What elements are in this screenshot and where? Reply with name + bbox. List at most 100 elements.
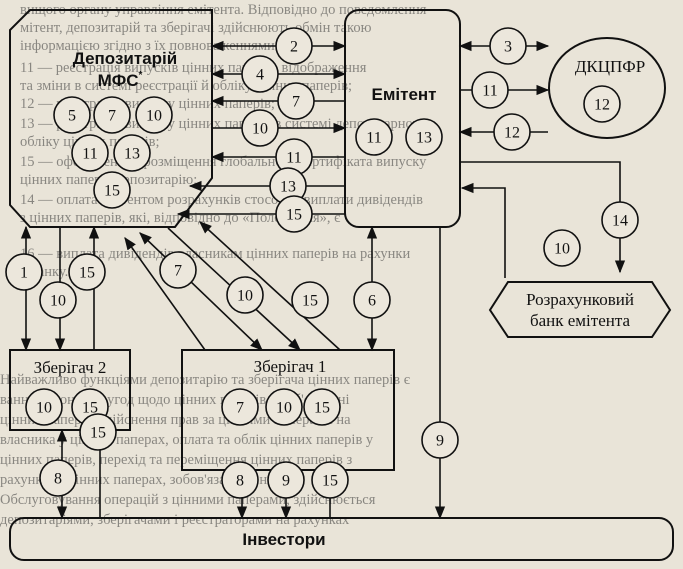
circle-shape — [601, 201, 639, 239]
circle-number: 5 — [68, 108, 76, 125]
circle-label: 2 — [275, 27, 313, 65]
circle-label: 15 — [291, 281, 329, 319]
circle-number: 15 — [82, 400, 98, 417]
circle-label: 15 — [311, 461, 349, 499]
investors-title: Інвестори — [242, 530, 325, 549]
circle-number: 7 — [292, 94, 300, 111]
circle-shape — [53, 96, 91, 134]
circle-label: 10 — [226, 276, 264, 314]
circle-shape — [275, 195, 313, 233]
circle-number: 10 — [237, 288, 253, 305]
circle-shape — [221, 388, 259, 426]
circle-label: 10 — [543, 229, 581, 267]
background-text-line: вищого органу управління емітента. Відпо… — [20, 2, 427, 18]
circle-number: 13 — [416, 130, 432, 147]
arrow-issuer-bank-14 — [460, 161, 626, 274]
circle-shape — [39, 459, 77, 497]
circle-label: 7 — [277, 82, 315, 120]
circle-number: 14 — [612, 213, 628, 230]
background-text-line: Найважливо функціями депозитарію та збер… — [0, 372, 410, 388]
circle-number: 10 — [36, 400, 52, 417]
node-custodian2 — [9, 349, 131, 431]
circle-label: 3 — [489, 27, 527, 65]
circle-number: 11 — [286, 150, 301, 167]
arrow-bank-issuer-10 — [460, 182, 506, 278]
background-text-line: цінних паперів, перехід та переміщення ц… — [0, 452, 353, 468]
node-issuer — [344, 9, 461, 228]
arrow-dep-cust1-15 — [199, 221, 341, 351]
dkcpfr-title: ДКЦПФР — [575, 57, 645, 76]
circle-label: 13 — [269, 167, 307, 205]
circle-label: 13 — [113, 134, 151, 172]
circle-shape — [471, 71, 509, 109]
circle-shape — [291, 281, 329, 319]
circle-number: 4 — [256, 67, 264, 84]
circle-shape — [25, 388, 63, 426]
circle-shape — [277, 82, 315, 120]
circle-shape — [93, 96, 131, 134]
circle-label: 15 — [79, 413, 117, 451]
circle-label: 12 — [583, 85, 621, 123]
circle-number: 7 — [236, 400, 244, 417]
custodian1-title: Зберігач 1 — [254, 357, 327, 376]
node-settlement-bank — [488, 281, 672, 338]
circle-label: 8 — [39, 459, 77, 497]
circle-shape — [93, 171, 131, 209]
circle-number: 15 — [90, 425, 106, 442]
depository-title-line2: МФС* — [98, 70, 143, 90]
circle-label: 10 — [39, 281, 77, 319]
circle-label: 12 — [493, 113, 531, 151]
circle-label: 7 — [93, 96, 131, 134]
circle-shape — [241, 109, 279, 147]
circle-shape — [583, 85, 621, 123]
circle-number: 12 — [504, 125, 520, 142]
circle-shape — [353, 281, 391, 319]
circle-number: 7 — [174, 263, 182, 280]
circle-label: 9 — [421, 421, 459, 459]
circle-shape — [421, 421, 459, 459]
circle-label: 11 — [275, 138, 313, 176]
node-dkcpfr — [548, 37, 666, 139]
circle-label: 5 — [53, 96, 91, 134]
circle-number: 12 — [594, 97, 610, 114]
node-depository — [9, 9, 213, 228]
background-text-line: депозитаріями, зберігачами і реєстратора… — [0, 512, 350, 528]
circle-shape — [5, 253, 43, 291]
circle-shape — [543, 229, 581, 267]
circle-label: 10 — [265, 388, 303, 426]
circle-number: 9 — [436, 433, 444, 450]
circle-number: 13 — [280, 179, 296, 196]
circle-label: 6 — [353, 281, 391, 319]
circle-label: 15 — [68, 253, 106, 291]
circle-shape — [303, 388, 341, 426]
circle-number: 11 — [82, 146, 97, 163]
circle-label: 14 — [601, 201, 639, 239]
circle-number: 15 — [104, 183, 120, 200]
circle-shape — [113, 134, 151, 172]
circle-shape — [493, 113, 531, 151]
circle-number: 15 — [79, 265, 95, 282]
issuer-title: Емітент — [371, 85, 436, 104]
circle-label: 15 — [93, 171, 131, 209]
settlement-bank-title-line2: банк емітента — [530, 311, 631, 330]
circle-label: 15 — [303, 388, 341, 426]
circle-label: 9 — [267, 461, 305, 499]
circle-number: 15 — [286, 207, 302, 224]
circle-shape — [68, 253, 106, 291]
circle-shape — [311, 461, 349, 499]
circle-shape — [226, 276, 264, 314]
circle-number: 9 — [282, 473, 290, 490]
circle-label: 7 — [221, 388, 259, 426]
circle-label: 15 — [275, 195, 313, 233]
circle-number: 10 — [50, 293, 66, 310]
circle-shape — [79, 413, 117, 451]
circle-label: 11 — [355, 118, 393, 156]
circle-shape — [405, 118, 443, 156]
circle-shape — [221, 461, 259, 499]
circle-label: 1 — [5, 253, 43, 291]
circle-number: 2 — [290, 39, 298, 56]
circle-number: 13 — [124, 146, 140, 163]
circle-label: 11 — [71, 134, 109, 172]
circle-number: 11 — [482, 83, 497, 100]
